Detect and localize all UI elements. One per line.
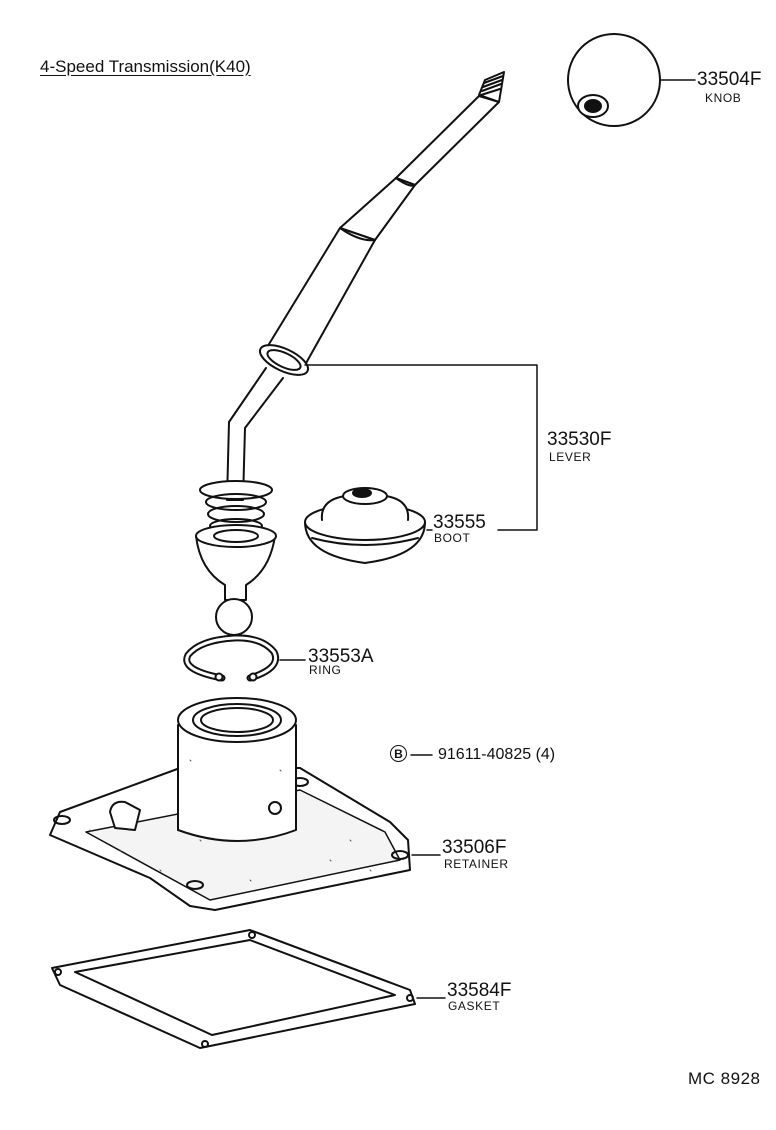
lever-illustration	[195, 71, 505, 636]
part-name-retainer: RETAINER	[444, 857, 509, 871]
diagram-title: 4-Speed Transmission(K40)	[40, 57, 251, 76]
part-number-ring: 33553A	[308, 646, 374, 667]
boot-illustration	[304, 487, 426, 564]
retainer-illustration	[49, 697, 411, 911]
part-number-bolt: 91611-40825 (4)	[438, 746, 556, 763]
gasket-illustration	[51, 929, 416, 1049]
leader-lines	[279, 79, 696, 999]
part-number-gasket: 33584F	[447, 980, 512, 1001]
part-name-gasket: GASKET	[448, 999, 501, 1013]
knob-illustration	[567, 33, 661, 127]
part-name-knob: KNOB	[705, 91, 742, 105]
part-number-retainer: 33506F	[442, 837, 507, 858]
ring-illustration	[183, 634, 279, 682]
part-name-ring: RING	[309, 663, 342, 677]
bolt-marker-b: B	[390, 745, 407, 762]
part-number-lever: 33530F	[547, 429, 612, 450]
diagram-code: MC 8928	[688, 1069, 761, 1088]
part-number-boot: 33555	[433, 512, 486, 533]
part-name-lever: LEVER	[549, 450, 592, 464]
part-name-boot: BOOT	[434, 531, 471, 545]
part-number-knob: 33504F	[697, 69, 762, 90]
leader-lever	[304, 364, 538, 531]
